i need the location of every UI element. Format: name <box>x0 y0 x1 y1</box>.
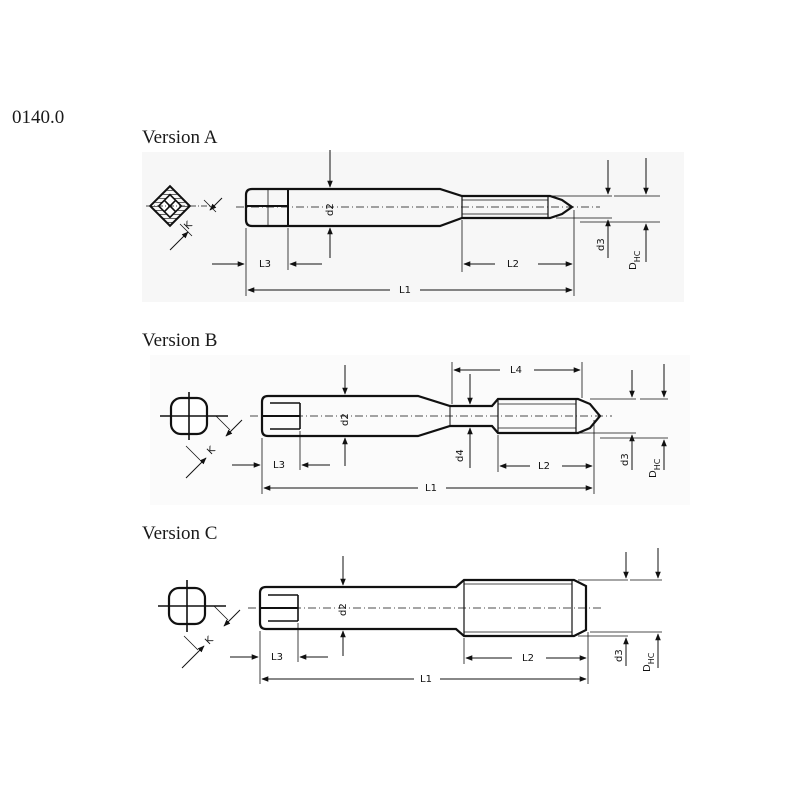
version-c-drawing: K d2 L3 L2 L1 <box>158 548 662 685</box>
version-b-background <box>150 355 690 505</box>
version-a-l2-label: L2 <box>507 259 519 270</box>
version-b-d2-label: d2 <box>340 413 351 426</box>
version-a-d2-label: d2 <box>325 203 336 216</box>
version-c-title: Version C <box>142 523 218 544</box>
drawing-code: 0140.0 <box>12 107 65 128</box>
version-c-k-label: K <box>203 634 216 647</box>
version-c-d2-label: d2 <box>338 603 349 616</box>
version-b-d3-label: d3 <box>620 453 631 466</box>
version-c-l2-label: L2 <box>522 653 534 664</box>
version-c-end-view <box>158 580 226 632</box>
version-c-l3-label: L3 <box>271 652 283 663</box>
version-c-d3-label: d3 <box>614 649 625 662</box>
version-b-drawing: K d2 d4 L4 L3 <box>160 362 668 494</box>
version-b-l2-label: L2 <box>538 461 550 472</box>
version-a-d3-label: d3 <box>596 238 607 251</box>
version-b-d4-label: d4 <box>455 449 466 462</box>
version-a-l3-label: L3 <box>259 259 271 270</box>
version-c-l1-label: L1 <box>420 674 432 685</box>
version-a-title: Version A <box>142 127 218 148</box>
version-b-title: Version B <box>142 330 218 351</box>
version-a-l1-label: L1 <box>399 285 411 296</box>
version-a-drawing: K d2 L3 L2 L1 <box>146 150 660 296</box>
version-b-end-view <box>160 392 228 440</box>
version-c-dhc-label: DHC <box>642 652 656 672</box>
version-b-l4-label: L4 <box>510 365 522 376</box>
version-a-dhc-label: DHC <box>628 250 642 270</box>
version-b-l1-label: L1 <box>425 483 437 494</box>
version-b-dhc-label: DHC <box>648 458 662 478</box>
version-b-l3-label: L3 <box>273 460 285 471</box>
